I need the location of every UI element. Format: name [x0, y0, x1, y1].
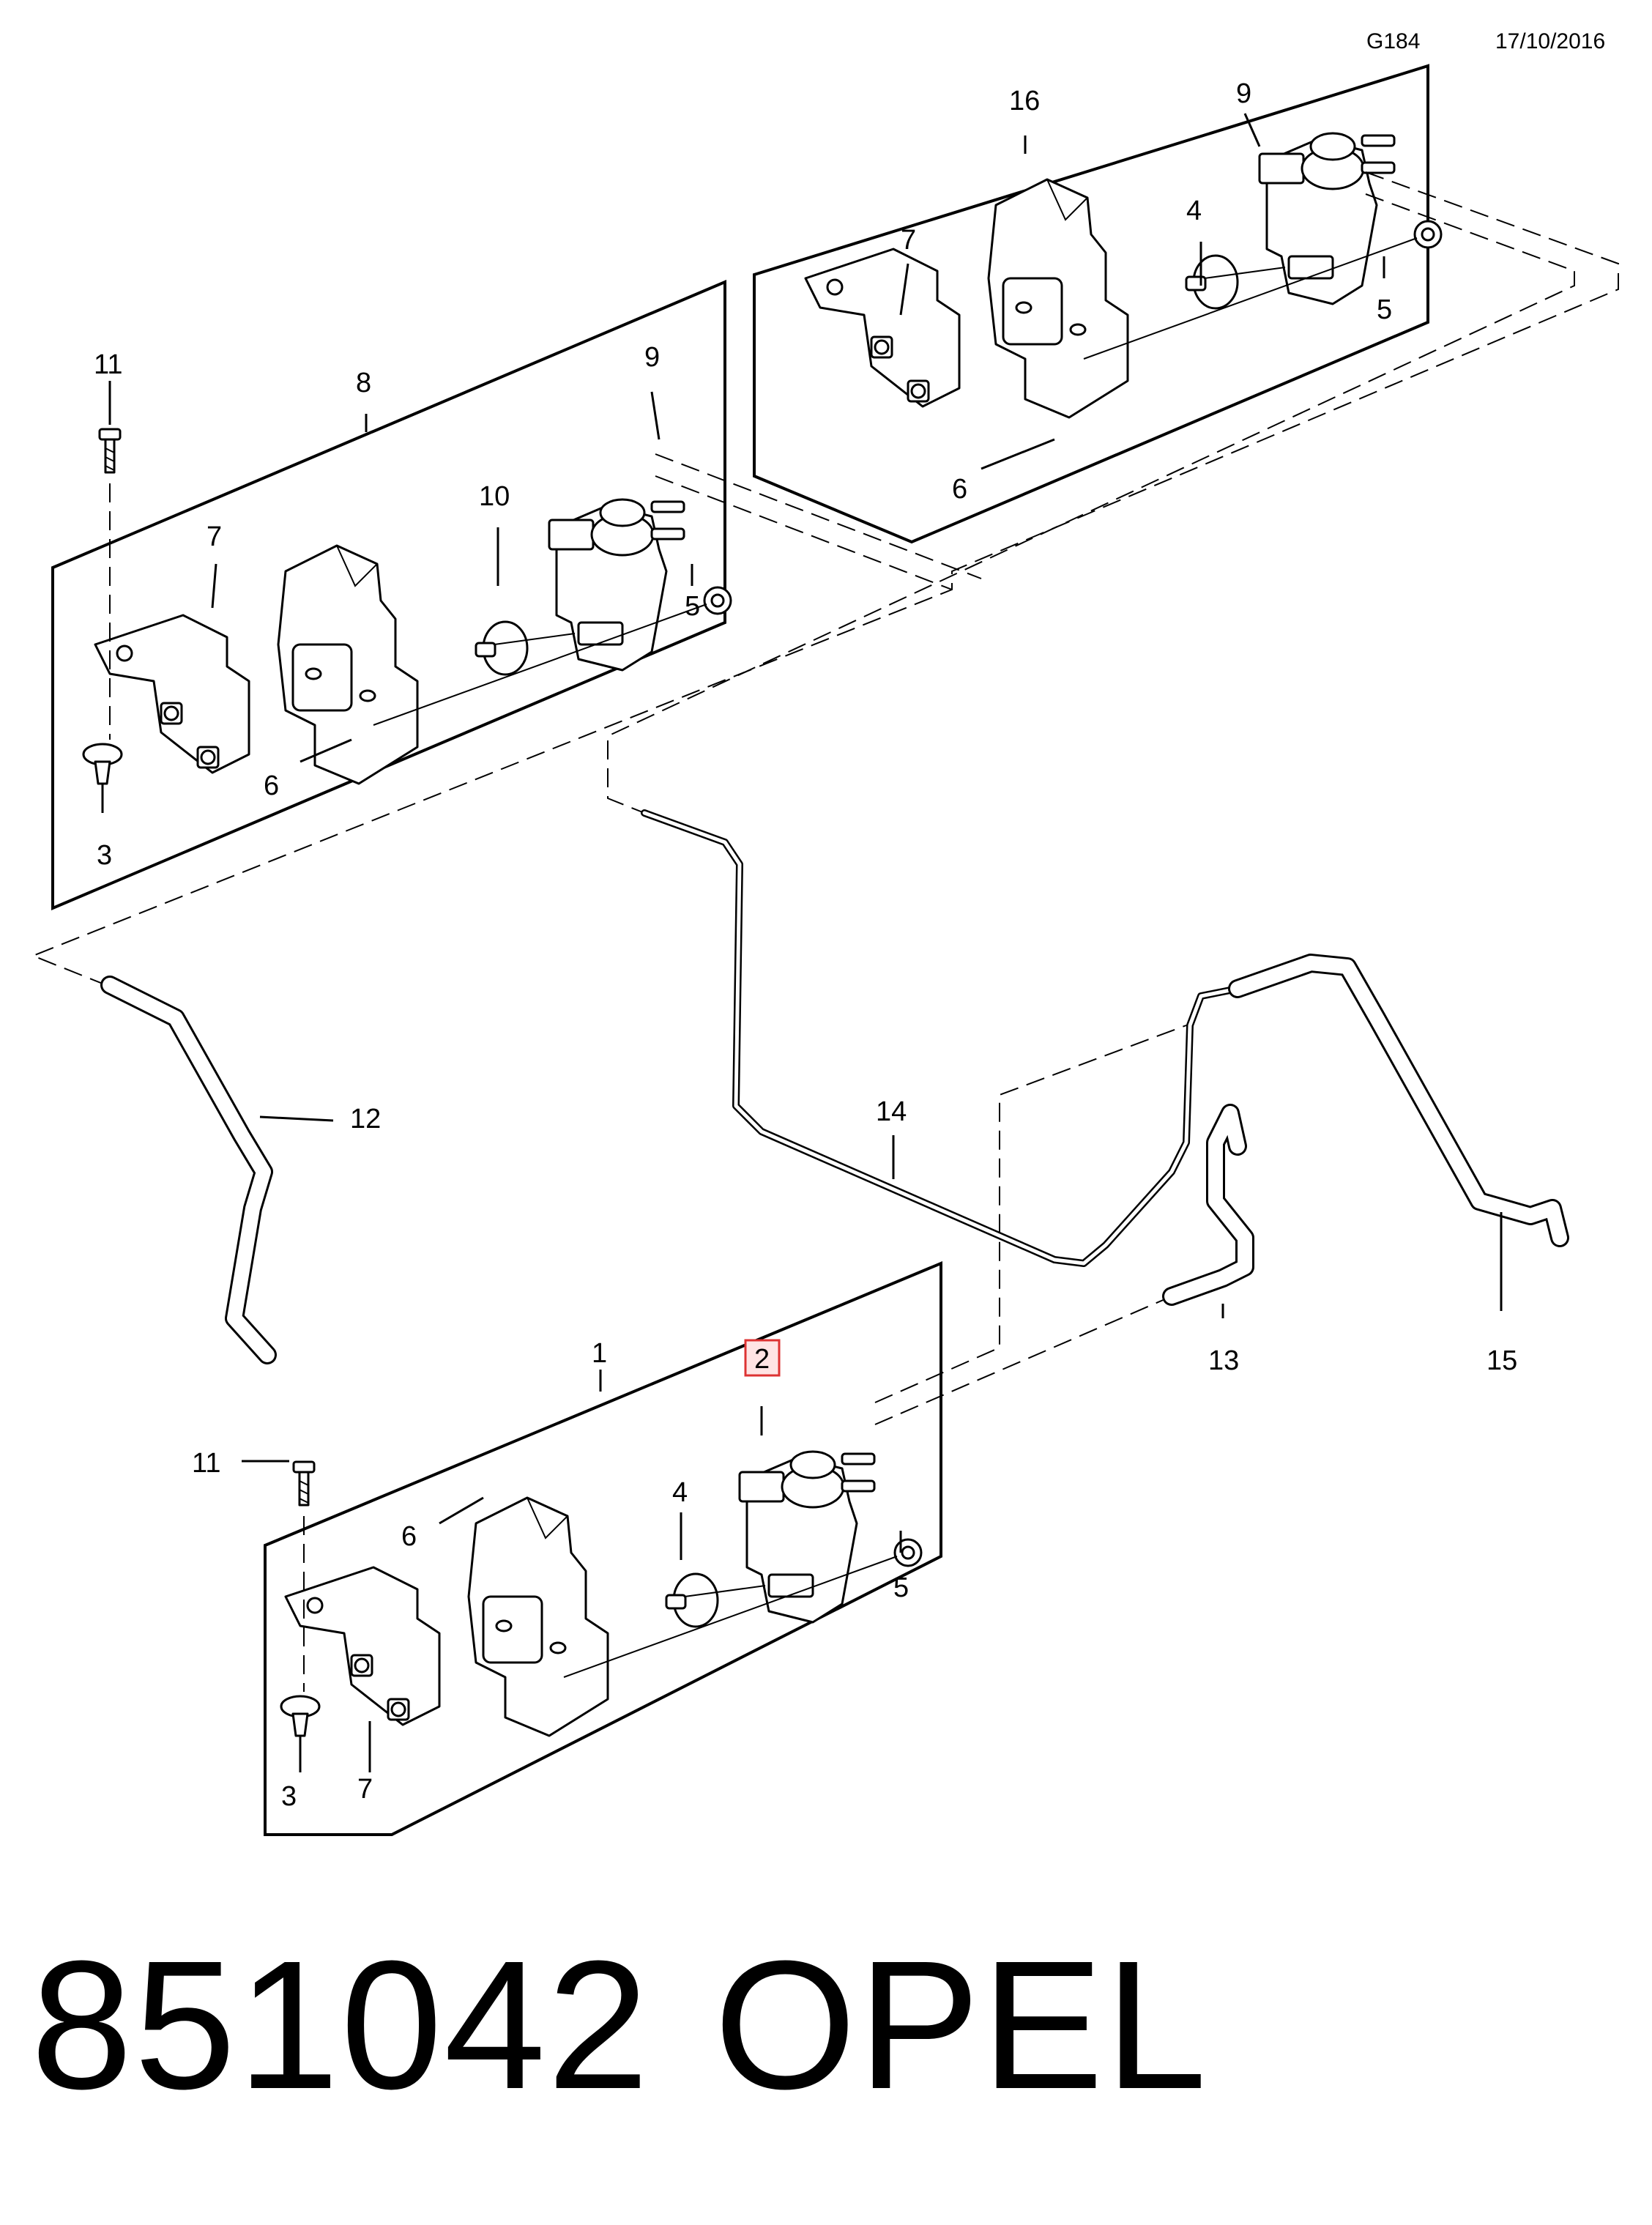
callout-4-top: 4	[1186, 196, 1202, 226]
callout-8: 8	[356, 368, 371, 398]
callout-5-bottom: 5	[893, 1572, 909, 1603]
dash-route-e	[874, 1025, 1187, 1403]
callout-14: 14	[876, 1096, 907, 1127]
callout-3-bottom: 3	[281, 1781, 297, 1812]
callout-16: 16	[1009, 86, 1040, 116]
callout-9-top: 9	[1236, 78, 1251, 109]
diagram-code: G184	[1366, 29, 1421, 53]
callout-4-bottom: 4	[672, 1477, 688, 1508]
callout-7-top: 7	[901, 225, 916, 256]
diagram-date: 17/10/2016	[1495, 29, 1606, 53]
solenoid-assembly-bottom	[284, 1450, 923, 1737]
frame-assembly-16	[753, 64, 1429, 544]
callout-6-top: 6	[952, 474, 967, 505]
callout-6-bottom: 6	[401, 1521, 417, 1552]
solenoid-assembly-left	[94, 498, 732, 785]
callout-11-top: 11	[94, 349, 122, 380]
parts-diagram: 16 9 7 4 5 6 11 8 9 10 7 5 6 3 12 14 13 …	[31, 64, 1619, 1836]
dash-route-d	[655, 475, 953, 590]
hose-15	[1228, 954, 1569, 1247]
callout-15: 15	[1487, 1345, 1517, 1376]
clip-lower	[280, 1695, 321, 1737]
frame-assembly-1	[264, 1260, 942, 1836]
callout-10: 10	[479, 481, 510, 512]
callout-11-bottom: 11	[192, 1448, 220, 1479]
callout-2-highlight-box	[744, 1339, 781, 1377]
hose-13	[1162, 1104, 1254, 1306]
callout-5-top: 5	[1377, 294, 1392, 325]
callout-6-left: 6	[264, 770, 279, 801]
hose-12	[100, 976, 277, 1364]
footer-part-number: 851042	[31, 1923, 651, 2127]
footer-brand: OPEL	[714, 1923, 1208, 2127]
dash-route-c	[655, 453, 982, 579]
callout-12: 12	[350, 1104, 381, 1134]
tube-14	[641, 809, 1241, 1267]
dash-route-a	[31, 171, 1619, 993]
callout-1: 1	[592, 1338, 607, 1369]
bolt-upper-left	[98, 428, 122, 474]
frame-assembly-8	[51, 279, 726, 911]
bolt-lower	[292, 1460, 316, 1507]
callout-9-left: 9	[644, 342, 660, 373]
callout-5-left: 5	[685, 591, 700, 622]
callout-7-left: 7	[206, 521, 222, 552]
dash-route-b	[607, 193, 1575, 814]
callout-2[interactable]: 2	[754, 1344, 770, 1375]
solenoid-assembly-top	[804, 132, 1443, 419]
callout-3-top: 3	[97, 840, 112, 871]
callout-13: 13	[1208, 1345, 1239, 1376]
dash-route-f	[874, 1296, 1172, 1425]
callout-7-bottom: 7	[357, 1774, 373, 1805]
clip-upper-left	[82, 743, 123, 785]
